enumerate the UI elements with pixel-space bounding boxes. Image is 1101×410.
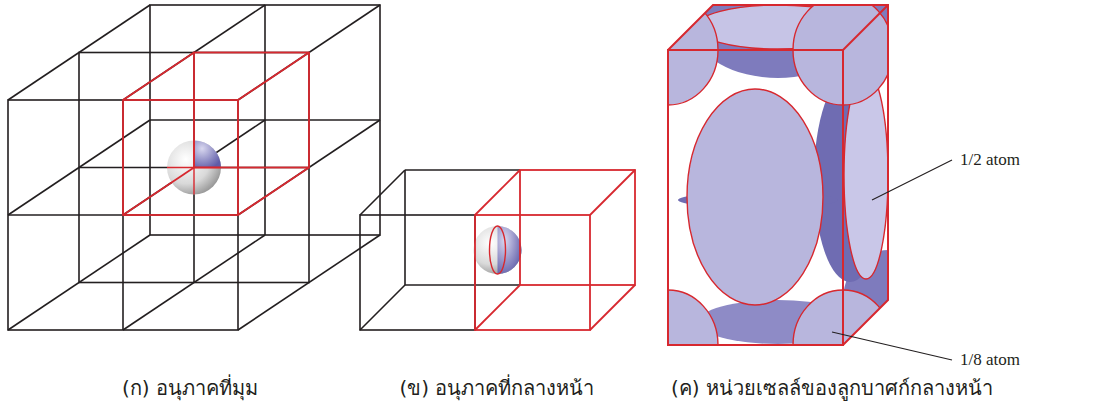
corner-cube-grid	[8, 5, 380, 330]
sub-caption: (ข) อนุภาคที่กลางหน้า	[400, 376, 595, 400]
unit-cell-outline	[668, 5, 888, 345]
unit-cell-outline	[123, 53, 309, 216]
sub-caption: (ค) หน่วยเซลล์ของลูกบาศก์กลางหน้า	[671, 376, 993, 400]
fcc-unit-cell	[618, 0, 933, 400]
fraction-label: 1/8 atom	[958, 350, 1022, 370]
unit-cell-outline	[475, 170, 635, 330]
leader-line	[832, 160, 952, 360]
face-particle	[474, 226, 522, 274]
fraction-label: 1/2 atom	[958, 150, 1022, 170]
sub-caption: (ก) อนุภาคที่มุม	[122, 376, 258, 400]
